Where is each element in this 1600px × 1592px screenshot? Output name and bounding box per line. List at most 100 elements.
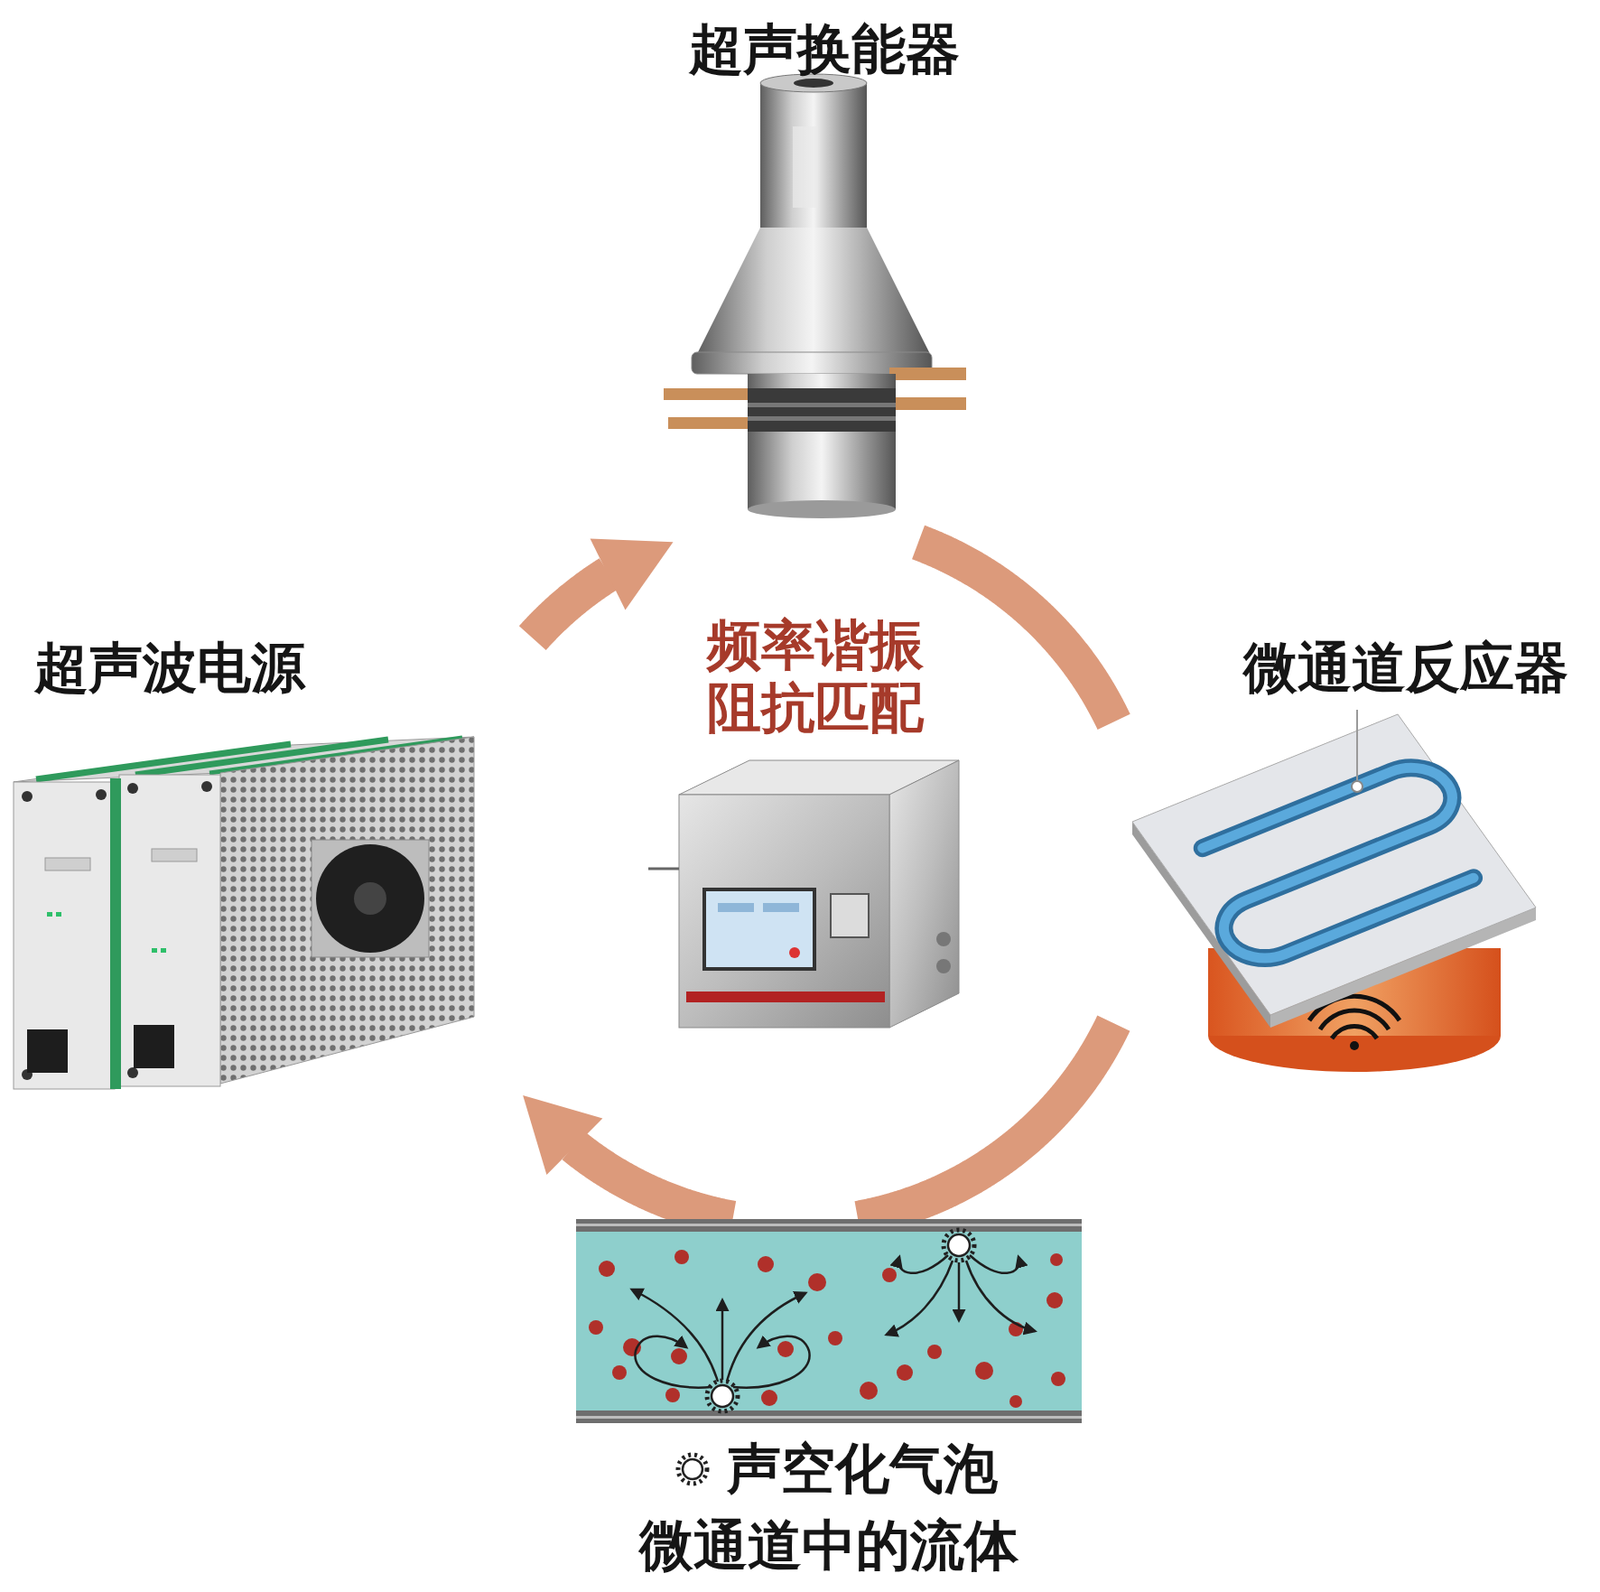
legend-entry: 声空化气泡	[672, 1437, 998, 1500]
node-label: 微通道反应器	[1114, 636, 1569, 699]
transducer-node: 超声换能器	[668, 18, 981, 542]
arrow-head	[522, 1095, 603, 1175]
arrow-head	[590, 539, 674, 611]
ultrasonic-power-supply-part	[316, 844, 425, 953]
cycle-arrow	[918, 542, 1115, 723]
matching-device	[648, 760, 959, 1028]
ultrasonic-power-supply-part	[220, 736, 475, 1084]
microchannel-fluid-part-part	[882, 1267, 897, 1283]
microchannel-reactor-part	[1349, 1041, 1359, 1051]
microchannel-reactor-part	[1351, 781, 1363, 792]
microchannel-fluid-part-part	[588, 1320, 604, 1335]
microchannel-fluid-part	[943, 1229, 975, 1261]
bubble-symbol	[678, 1454, 707, 1484]
microchannel-fluid-part	[711, 1385, 734, 1407]
ultrasonic-power-supply-part	[55, 911, 62, 917]
node-label: 微通道中的流体	[573, 1514, 1085, 1577]
cycle-arc	[573, 1145, 733, 1219]
ultrasonic-transducer-part	[668, 417, 750, 429]
legend-label: 声空化气泡	[726, 1437, 998, 1500]
node-label: 超声换能器	[668, 18, 981, 81]
microchannel-reactor-part-part	[1170, 756, 1506, 969]
power-supply-node: 超声波电源	[7, 636, 532, 1095]
ultrasonic-power-supply	[13, 736, 475, 1089]
matching-device-part	[704, 889, 815, 969]
ultrasonic-power-supply-part	[46, 911, 53, 917]
matching-device-part	[830, 893, 869, 938]
legend-swatch	[672, 1449, 713, 1489]
microchannel-fluid	[576, 1218, 1082, 1424]
microchannel-fluid-part-part	[733, 1336, 810, 1388]
cycle-arc	[857, 1023, 1114, 1219]
microchannel-fluid-part	[576, 1415, 1082, 1419]
ultrasonic-power-supply-part	[45, 857, 91, 871]
matching-device-part	[936, 958, 951, 974]
microchannel-fluid-part-part	[896, 1364, 913, 1381]
microchannel-fluid-part-part	[808, 1273, 827, 1292]
cycle-arc	[918, 542, 1115, 723]
microchannel-fluid-part	[576, 1218, 1082, 1424]
microchannel-fluid-part-part	[859, 1381, 878, 1400]
microchannel-fluid-part	[948, 1234, 970, 1256]
microchannel-fluid-part-part	[761, 1389, 778, 1406]
microchannel-fluid-part-part	[612, 1365, 627, 1380]
microchannel-fluid-part-part	[1009, 1395, 1023, 1408]
microchannel-fluid-part-part	[1046, 1292, 1063, 1309]
matching-device-part	[648, 867, 680, 871]
ultrasonic-transducer-part	[889, 367, 967, 381]
matching-device-part	[679, 794, 890, 1028]
microchannel-reactor-part	[1170, 756, 1506, 969]
microchannel-fluid-part-part	[721, 1300, 725, 1380]
microchannel-fluid-part	[576, 1218, 1082, 1232]
matching-device-part	[717, 902, 754, 912]
microchannel-fluid-part-part	[827, 1330, 843, 1346]
ultrasonic-transducer-part	[893, 397, 967, 410]
ultrasonic-power-supply-part	[151, 848, 197, 862]
microchannel-fluid-part-part	[674, 1249, 689, 1265]
microchannel-fluid-part	[576, 1223, 1082, 1227]
ultrasonic-power-supply-part	[160, 948, 167, 953]
microchannel-reactor-part	[1320, 1010, 1389, 1030]
microchannel-reactor-part	[1132, 714, 1536, 1015]
microchannel-fluid-part-part	[665, 1387, 680, 1403]
microchannel-fluid-part-part	[777, 1340, 794, 1358]
reactor-node: 微通道反应器	[1114, 636, 1576, 1080]
ultrasonic-transducer-part	[697, 227, 931, 354]
cycle-arrow	[532, 539, 674, 639]
matching-device-part	[686, 991, 885, 1003]
microchannel-fluid-part-part	[670, 1348, 688, 1365]
matching-device-part	[789, 947, 800, 959]
ultrasonic-power-supply-part	[119, 774, 221, 1087]
matching-device-part	[762, 902, 800, 912]
microchannel-fluid-part-part	[966, 1260, 1035, 1331]
ultrasonic-transducer	[663, 74, 967, 519]
node-label: 超声波电源	[34, 636, 532, 699]
ultrasonic-transducer-part	[760, 83, 867, 228]
fluid-channel-node: 微通道中的流体	[573, 1218, 1085, 1424]
microchannel-fluid-part-part	[634, 1336, 712, 1388]
ultrasonic-transducer-part	[747, 402, 896, 408]
microchannel-fluid-part-part	[969, 1255, 1020, 1274]
ultrasonic-power-supply-part	[127, 1067, 139, 1079]
matching-device-part	[936, 931, 951, 947]
ultrasonic-power-supply-part	[353, 882, 387, 915]
ultrasonic-transducer-part	[747, 388, 896, 432]
cycle-arrow	[522, 1095, 733, 1219]
node-label: 频率谐振 阻抗匹配	[697, 613, 934, 739]
microchannel-reactor-part	[1356, 709, 1359, 782]
microchannel-fluid-part-part	[1050, 1253, 1063, 1266]
microchannel-fluid-part-part	[927, 1344, 942, 1359]
bubble-symbol	[682, 1459, 703, 1480]
ultrasonic-transducer-part	[663, 388, 750, 400]
microchannel-fluid-part	[706, 1380, 738, 1412]
cycle-arc	[532, 573, 610, 638]
microchannel-fluid-part-part	[757, 1255, 774, 1273]
ultrasonic-power-supply-part	[95, 789, 107, 800]
microchannel-fluid-part-part	[958, 1262, 961, 1321]
ultrasonic-power-supply-part	[311, 839, 429, 958]
microchannel-fluid-part-part	[975, 1361, 994, 1380]
microchannel-fluid-part-part	[1051, 1371, 1066, 1387]
ultrasonic-transducer-part	[792, 126, 819, 208]
microchannel-fluid-part-part	[898, 1255, 949, 1274]
